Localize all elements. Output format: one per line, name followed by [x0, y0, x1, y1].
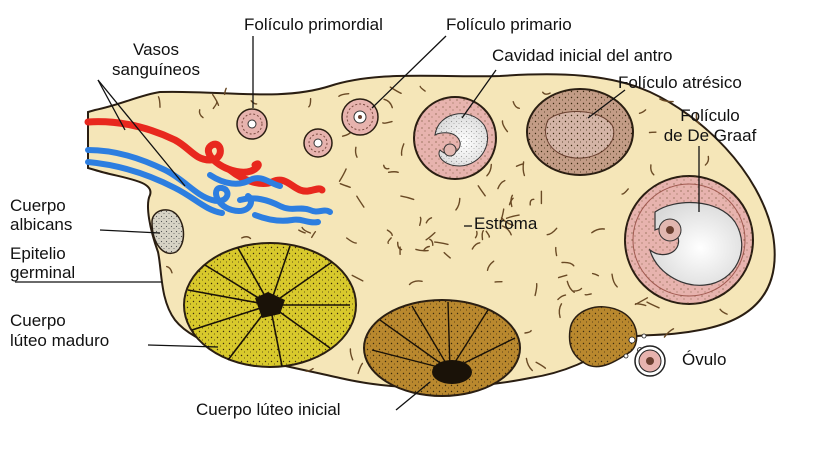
label-graaf-follicle-line1: Folículo — [640, 106, 780, 126]
label-corpus-albicans-line2: albicans — [10, 215, 72, 235]
label-primary-follicle: Folículo primario — [446, 15, 572, 35]
label-germinal-epithelium-line1: Epitelio — [10, 244, 66, 264]
atretic-follicle — [527, 89, 633, 175]
label-corpus-albicans-line1: Cuerpo — [10, 196, 66, 216]
label-antrum-cavity: Cavidad inicial del antro — [492, 46, 673, 66]
label-early-corpus-luteum: Cuerpo lúteo inicial — [196, 400, 341, 420]
mature-corpus-luteum — [184, 243, 356, 367]
antral-follicle — [414, 97, 496, 179]
label-primordial-follicle: Folículo primordial — [244, 15, 383, 35]
graafian-follicle — [625, 176, 753, 304]
ovum — [635, 346, 665, 376]
label-mature-corpus-luteum-line1: Cuerpo — [10, 311, 66, 331]
primary-follicle — [342, 99, 378, 135]
early-corpus-luteum — [364, 300, 520, 396]
label-mature-corpus-luteum-line2: lúteo maduro — [10, 331, 109, 351]
small-follicle — [304, 129, 332, 157]
label-blood-vessels-line1: Vasos — [96, 40, 216, 60]
stroma-fiber — [389, 172, 399, 173]
label-ovum: Óvulo — [682, 350, 726, 370]
label-atretic-follicle: Folículo atrésico — [618, 73, 742, 93]
label-graaf-follicle-line2: de De Graaf — [640, 126, 780, 146]
label-blood-vessels-line2: sanguíneos — [96, 60, 216, 80]
label-germinal-epithelium-line2: germinal — [10, 263, 75, 283]
primordial-follicle — [237, 109, 267, 139]
label-stroma: Estroma — [474, 214, 537, 234]
